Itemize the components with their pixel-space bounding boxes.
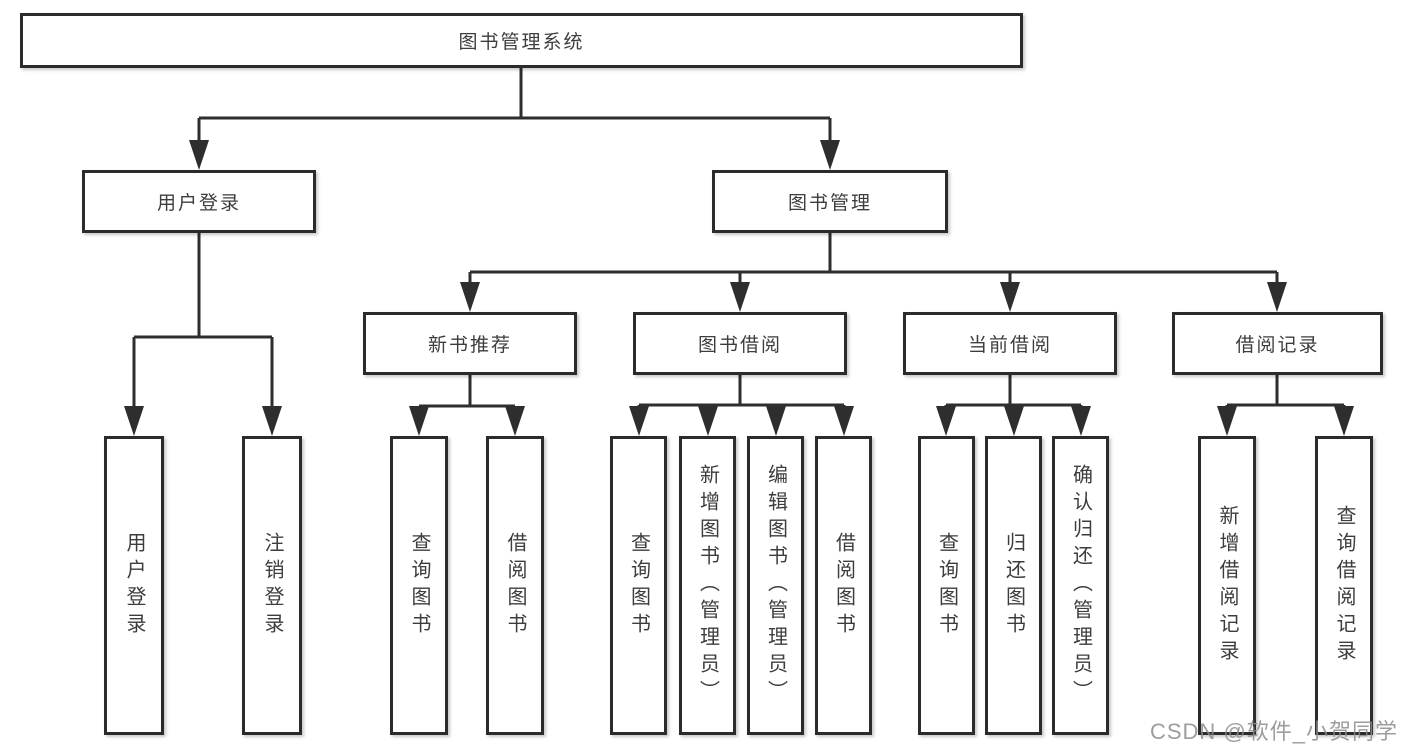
node-leaf-add-borrow-record: 新增借阅记录 [1198,436,1256,735]
node-label: 查询图书 [408,531,430,640]
node-label: 确认归还（管理员） [1069,464,1092,707]
node-new-book-recommend: 新书推荐 [363,312,577,375]
node-label: 新书推荐 [427,335,512,356]
node-label: 图书借阅 [697,335,782,356]
node-label: 新增图书（管理员） [696,464,719,707]
node-label: 借阅图书 [504,531,526,640]
connector-new-book-children [417,375,517,412]
arrowhead-icons [124,140,1354,436]
node-label: 当前借阅 [967,335,1052,356]
node-label: 用户登录 [156,193,241,214]
node-label: 借阅记录 [1235,335,1320,356]
node-book-borrow: 图书借阅 [633,312,847,375]
node-leaf-return-books: 归还图书 [985,436,1042,735]
node-leaf-borrow-books-2: 借阅图书 [815,436,872,735]
node-label: 查询图书 [935,531,958,640]
csdn-watermark: CSDN @软件_小贺同学 [1149,719,1398,744]
node-leaf-user-login: 用户登录 [104,436,164,735]
node-borrow-records: 借阅记录 [1172,312,1383,375]
node-label: 编辑图书（管理员） [764,464,787,707]
node-current-borrow: 当前借阅 [903,312,1117,375]
node-leaf-edit-books-admin: 编辑图书（管理员） [747,436,804,735]
node-root-library-system: 图书管理系统 [20,13,1023,68]
node-label: 注销登录 [261,531,283,640]
connector-borrow-records-children [1225,375,1346,412]
node-user-login: 用户登录 [82,170,316,233]
node-label: 用户登录 [123,531,145,640]
connector-user-login-children [132,233,274,412]
node-leaf-query-books-1: 查询图书 [390,436,448,735]
node-label: 查询借阅记录 [1333,504,1355,667]
node-leaf-borrow-books-1: 借阅图书 [486,436,544,735]
node-label: 查询图书 [627,531,650,640]
node-leaf-confirm-return-admin: 确认归还（管理员） [1052,436,1109,735]
node-label: 借阅图书 [832,531,855,640]
node-label: 图书管理系统 [458,32,585,53]
node-leaf-query-books-2: 查询图书 [610,436,667,735]
connector-book-mgmt-children [468,233,1279,288]
node-book-management: 图书管理 [712,170,948,233]
node-label: 归还图书 [1002,531,1025,640]
node-leaf-query-borrow-record: 查询借阅记录 [1315,436,1373,735]
node-leaf-add-books-admin: 新增图书（管理员） [679,436,736,735]
connector-book-borrow-children [637,375,846,412]
node-leaf-logout: 注销登录 [242,436,302,735]
connector-root-to-level1 [197,68,832,146]
node-label: 新增借阅记录 [1216,504,1238,667]
node-label: 图书管理 [787,193,872,214]
node-leaf-query-books-3: 查询图书 [918,436,975,735]
